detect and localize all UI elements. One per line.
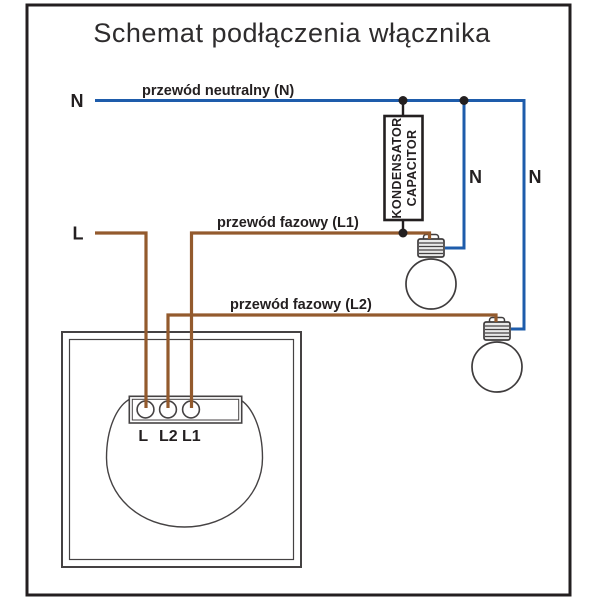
bulb-cap-threads: [419, 242, 443, 255]
bulb-cap: [483, 321, 511, 341]
diagram-border: [25, 3, 572, 597]
neutral-branch1-label: N: [469, 167, 482, 187]
live-wire-l: [95, 231, 148, 408]
junction-dot: [398, 228, 408, 238]
neutral-branch2-label: N: [529, 167, 542, 187]
terminal-label-l2: L2: [159, 428, 178, 445]
light-bulb-1: [405, 233, 457, 310]
bulb-cap: [417, 238, 445, 258]
wall-switch: [61, 331, 302, 568]
junction-dot: [459, 96, 469, 105]
capacitor: KONDENSATOR CAPACITOR: [383, 114, 424, 222]
junction-dot: [398, 96, 408, 105]
neutral-source-label: N: [71, 91, 84, 111]
capacitor-label-pl: KONDENSATOR: [390, 117, 404, 218]
phase-l1-wire-label: przewód fazowy (L1): [217, 215, 359, 231]
bulb-globe: [405, 258, 457, 310]
capacitor-label-en: CAPACITOR: [405, 130, 419, 207]
bulb-globe: [471, 341, 523, 393]
capacitor-box: [383, 114, 424, 222]
diagram-title: Schemat podłączenia włącznika: [93, 18, 491, 48]
bulb-cap-threads: [485, 325, 509, 338]
live-wire-l2: [166, 313, 498, 408]
light-bulb-2: [471, 316, 523, 393]
live-wire-l1: [189, 231, 432, 408]
neutral-wire: [95, 99, 526, 331]
neutral-branch-wire: [445, 100, 466, 250]
terminal-label-l: L: [138, 428, 148, 445]
neutral-wire-label: przewód neutralny (N): [142, 83, 294, 99]
live-source-label: L: [73, 224, 84, 244]
terminal-label-l1: L1: [182, 428, 201, 445]
phase-l2-wire-label: przewód fazowy (L2): [230, 297, 372, 313]
switch-mechanism: [105, 398, 264, 528]
